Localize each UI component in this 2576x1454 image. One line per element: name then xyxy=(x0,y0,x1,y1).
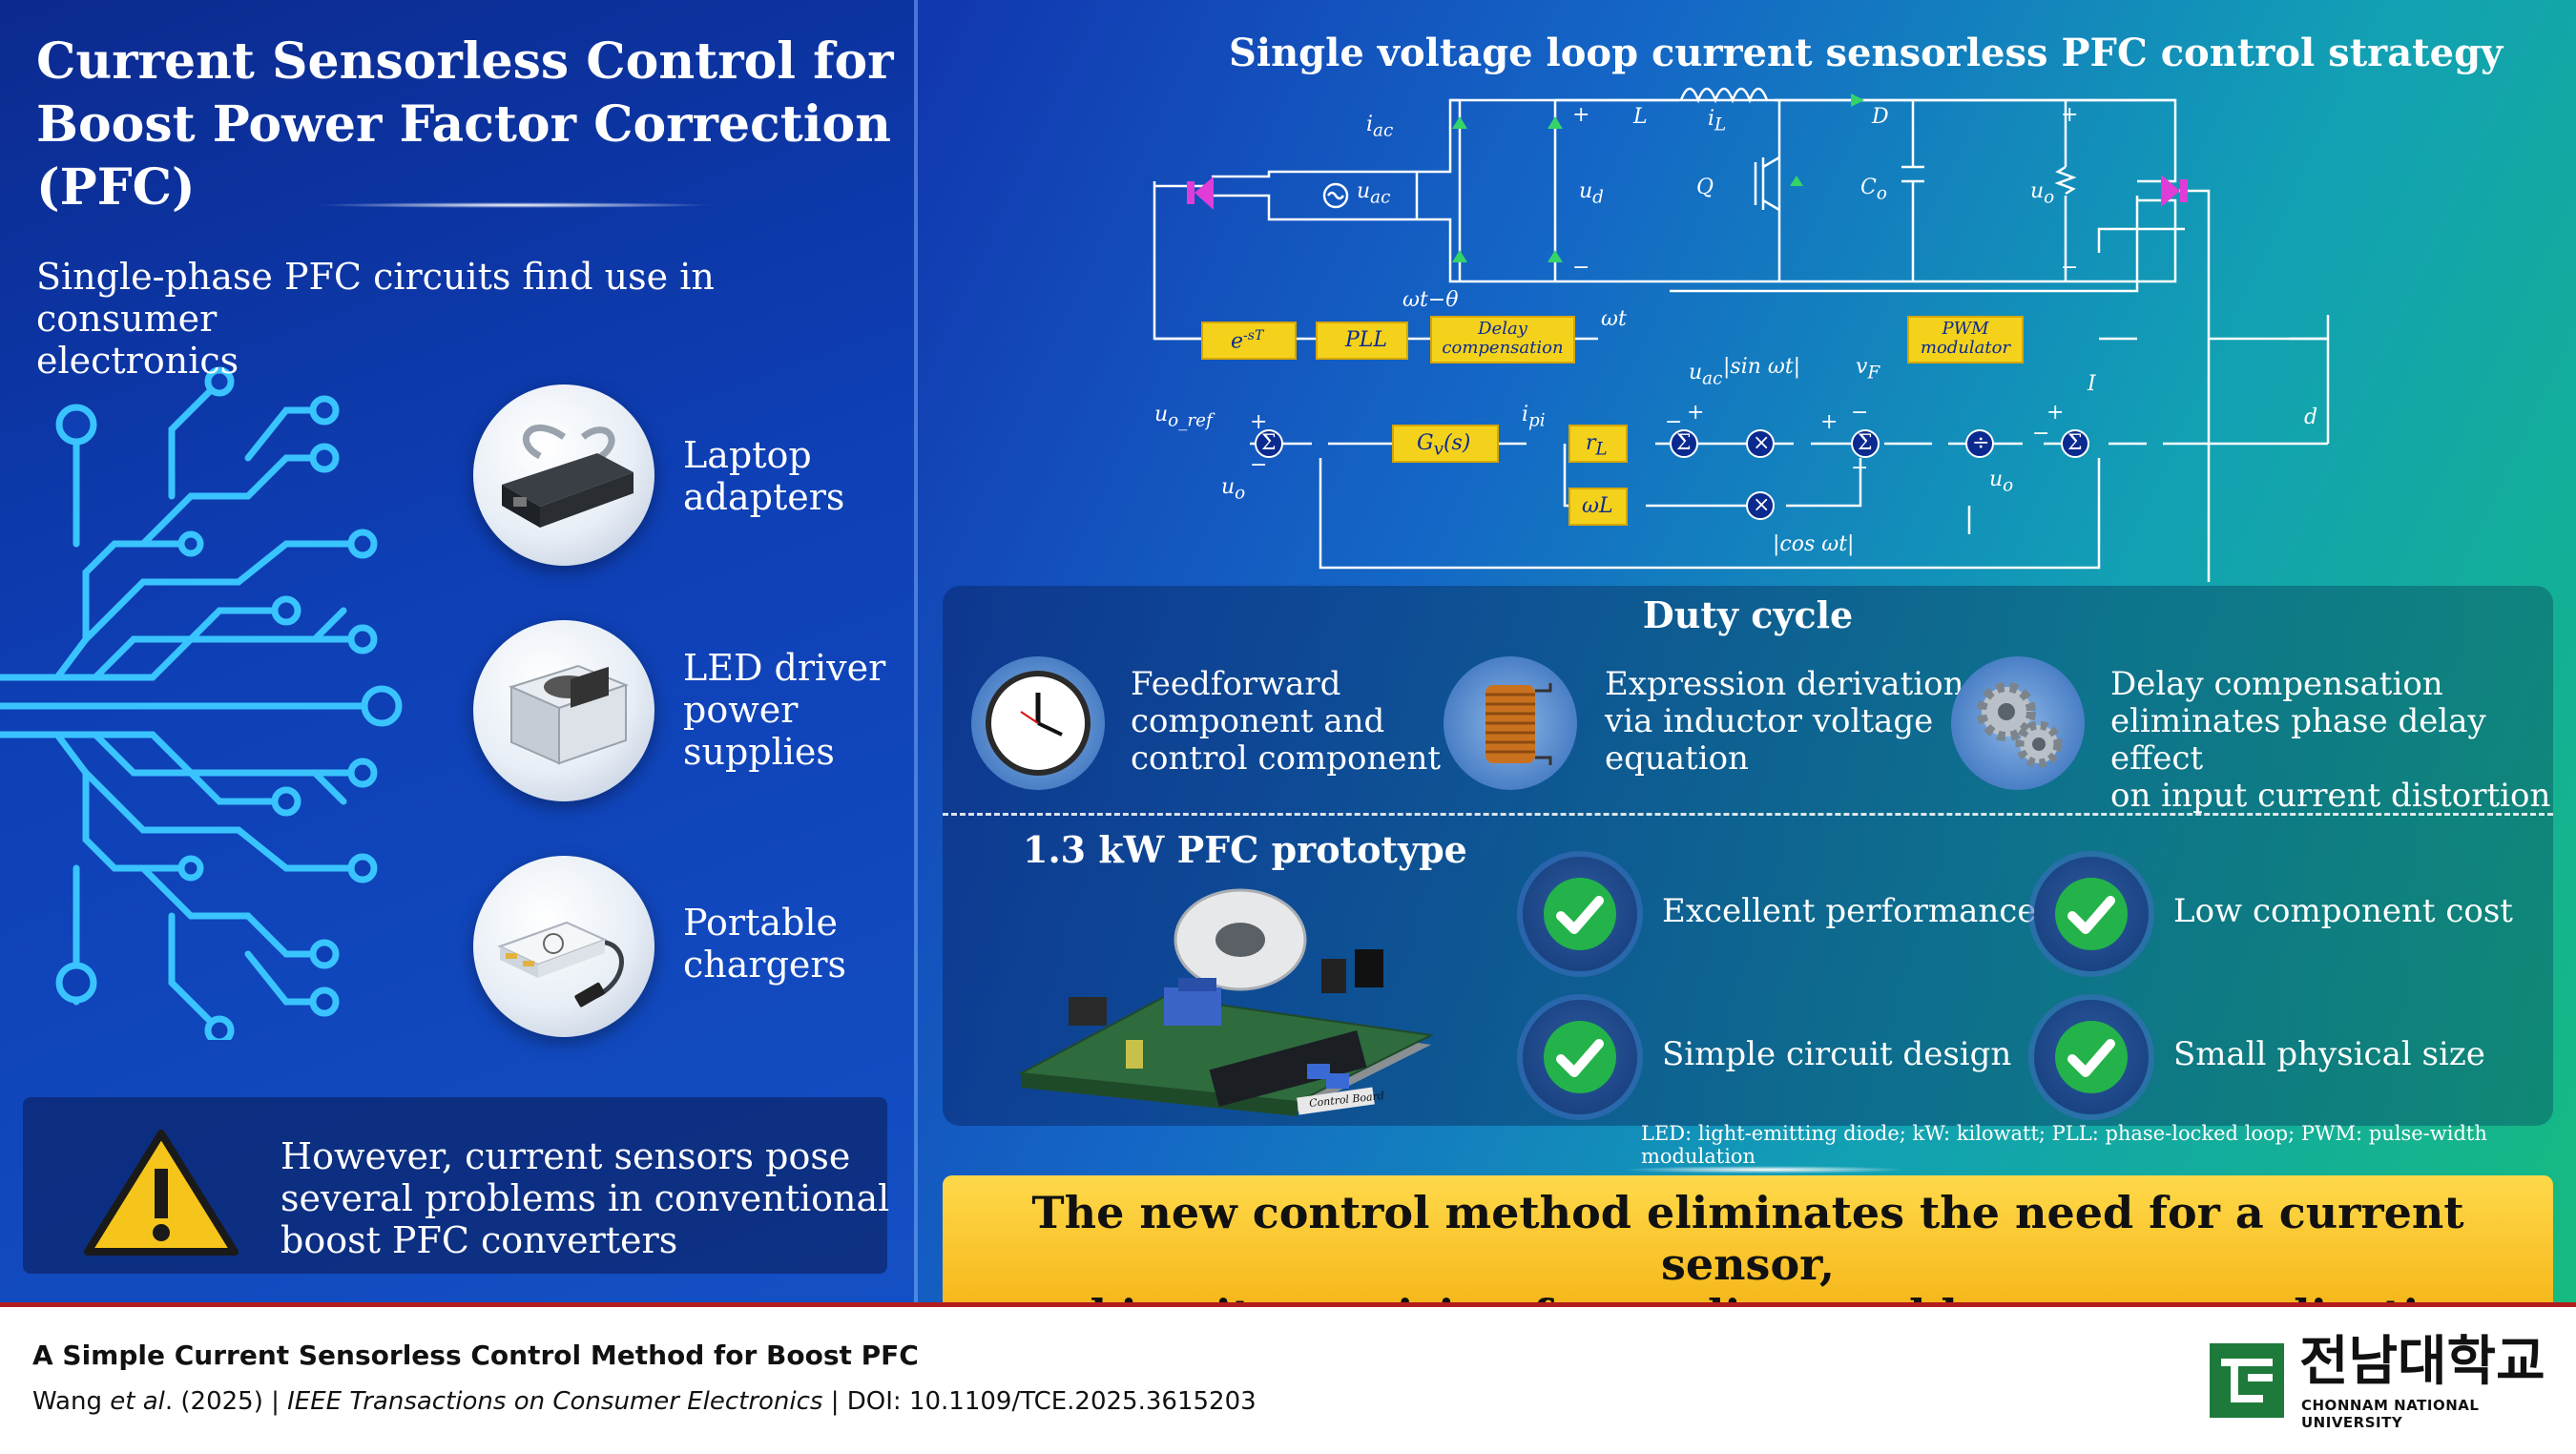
university-name-english: CHONNAM NATIONAL UNIVERSITY xyxy=(2301,1397,2480,1431)
delay-compensation-block xyxy=(1430,316,1575,364)
paper-title: A Simple Current Sensorless Control Meth… xyxy=(32,1340,919,1371)
portable-charger-icon xyxy=(473,856,654,1037)
left-panel xyxy=(0,0,914,1302)
led-power-supply-icon xyxy=(473,620,654,801)
pfc-prototype-board xyxy=(1017,888,1435,1116)
diagram-labels: iac uac + − ud L iL D Q Co + − uo ωt−θ ω… xyxy=(1154,103,2318,556)
led-driver-label: LED driver power supplies xyxy=(683,647,886,773)
diagram-title: Single voltage loop current sensorless P… xyxy=(1229,31,2503,75)
circuit-tree-icon xyxy=(0,366,403,1040)
feature-inductor-expression: Expression derivation via inductor volta… xyxy=(1605,665,1964,778)
laptop-adapter-icon xyxy=(473,384,654,566)
university-name-korean: 전남대학교 xyxy=(2299,1331,2545,1393)
glow-divider xyxy=(315,202,716,208)
check-icon xyxy=(1523,1000,1637,1114)
university-logo-icon xyxy=(2210,1343,2284,1418)
portable-charger-label: Portable chargers xyxy=(683,902,847,986)
benefit-simple-design: Simple circuit design xyxy=(1662,1035,2012,1073)
pwm-modulator-block xyxy=(1907,316,2024,364)
abbreviations: LED: light-emitting diode; kW: kilowatt;… xyxy=(1641,1122,2487,1168)
check-icon xyxy=(2034,1000,2149,1114)
laptop-adapter-label: Laptop adapters xyxy=(683,434,845,518)
esT-block xyxy=(1201,322,1297,360)
main-title: Current Sensorless Control for Boost Pow… xyxy=(36,32,894,217)
lead-text: Single-phase PFC circuits find use in co… xyxy=(36,256,715,382)
feature-delay-compensation: Delay compensation eliminates phase dela… xyxy=(2110,665,2551,815)
feature-feedforward: Feedforward component and control compon… xyxy=(1131,665,1442,778)
panel-divider xyxy=(914,0,918,1302)
glow-divider xyxy=(1622,1166,1908,1174)
benefit-cost: Low component cost xyxy=(2173,892,2513,930)
conclusion-banner: The new control method eliminates the ne… xyxy=(943,1175,2553,1302)
benefit-small-size: Small physical size xyxy=(2173,1035,2485,1073)
wl-block xyxy=(1568,488,1628,526)
citation: Wang et al. (2025) | IEEE Transactions o… xyxy=(32,1387,1257,1416)
prototype-title: 1.3 kW PFC prototype xyxy=(1023,828,1467,871)
warning-text: However, current sensors pose several pr… xyxy=(280,1135,890,1261)
infographic: Current Sensorless Control for Boost Pow… xyxy=(0,0,2576,1302)
pfc-control-diagram xyxy=(1153,87,2330,582)
check-icon xyxy=(1523,857,1637,971)
inductor-coil-icon xyxy=(1444,656,1577,790)
gv-block xyxy=(1392,425,1499,463)
warning-triangle-icon xyxy=(84,1130,239,1256)
clock-icon xyxy=(971,656,1105,790)
citation-footer: A Simple Current Sensorless Control Meth… xyxy=(0,1302,2576,1454)
rl-block xyxy=(1568,425,1628,463)
duty-cycle-title: Duty cycle xyxy=(1642,593,1854,636)
pll-block xyxy=(1316,322,1408,360)
benefit-performance: Excellent performance xyxy=(1662,892,2037,930)
gears-icon xyxy=(1951,656,2085,790)
section-divider xyxy=(943,813,2553,816)
check-icon xyxy=(2034,857,2149,971)
